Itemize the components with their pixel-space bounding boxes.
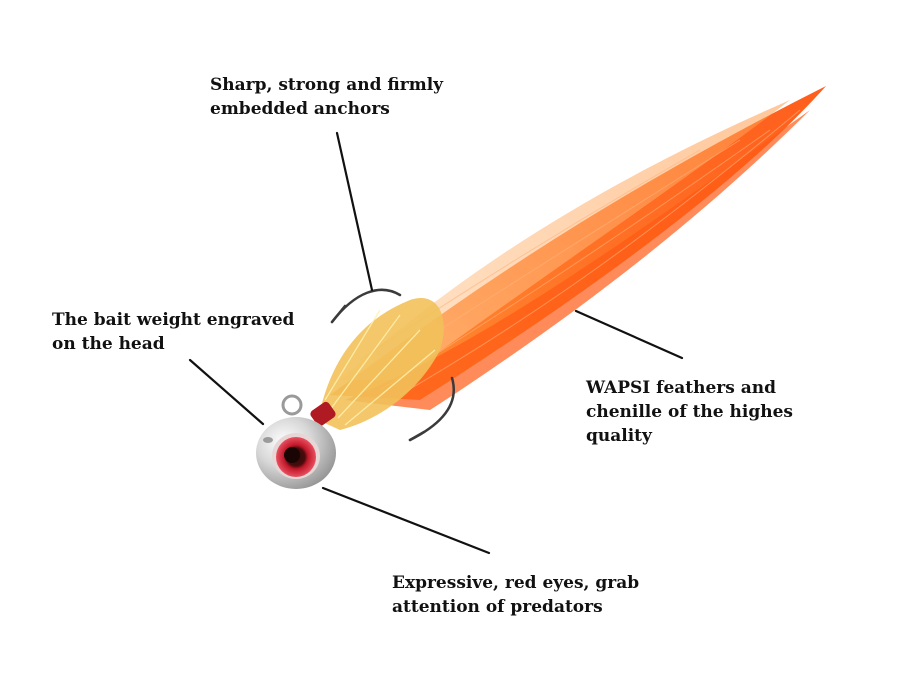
leader-line-feathers (574, 309, 684, 360)
callout-eyes: Expressive, red eyes, grab attention of … (392, 571, 639, 619)
callout-weight-line1: The bait weight engraved (52, 310, 295, 330)
leader-lines (188, 131, 684, 555)
callout-eyes-line1: Expressive, red eyes, grab (392, 573, 640, 593)
callout-feathers: WAPSI feathers and chenille of the highe… (586, 376, 793, 448)
leader-line-weight (188, 358, 265, 426)
callout-feathers-line3: quality (586, 426, 652, 446)
callout-weight-line2: on the head (52, 334, 165, 354)
line-tie-eyelet (281, 394, 303, 416)
leader-line-eyes (321, 486, 491, 555)
hook-anchors (330, 288, 455, 442)
callout-feathers-line2: chenille of the highes (586, 402, 793, 422)
jig-head (256, 417, 336, 489)
chenille-body (310, 298, 444, 430)
leader-line-anchors (335, 131, 374, 292)
callout-eyes-line2: attention of predators (392, 597, 603, 617)
callout-anchors-line2: embedded anchors (210, 99, 390, 119)
callout-anchors-line1: Sharp, strong and firmly (210, 75, 444, 95)
callout-weight: The bait weight engraved on the head (52, 308, 294, 356)
callout-feathers-line1: WAPSI feathers and (586, 378, 777, 398)
callout-anchors: Sharp, strong and firmly embedded anchor… (210, 73, 443, 121)
